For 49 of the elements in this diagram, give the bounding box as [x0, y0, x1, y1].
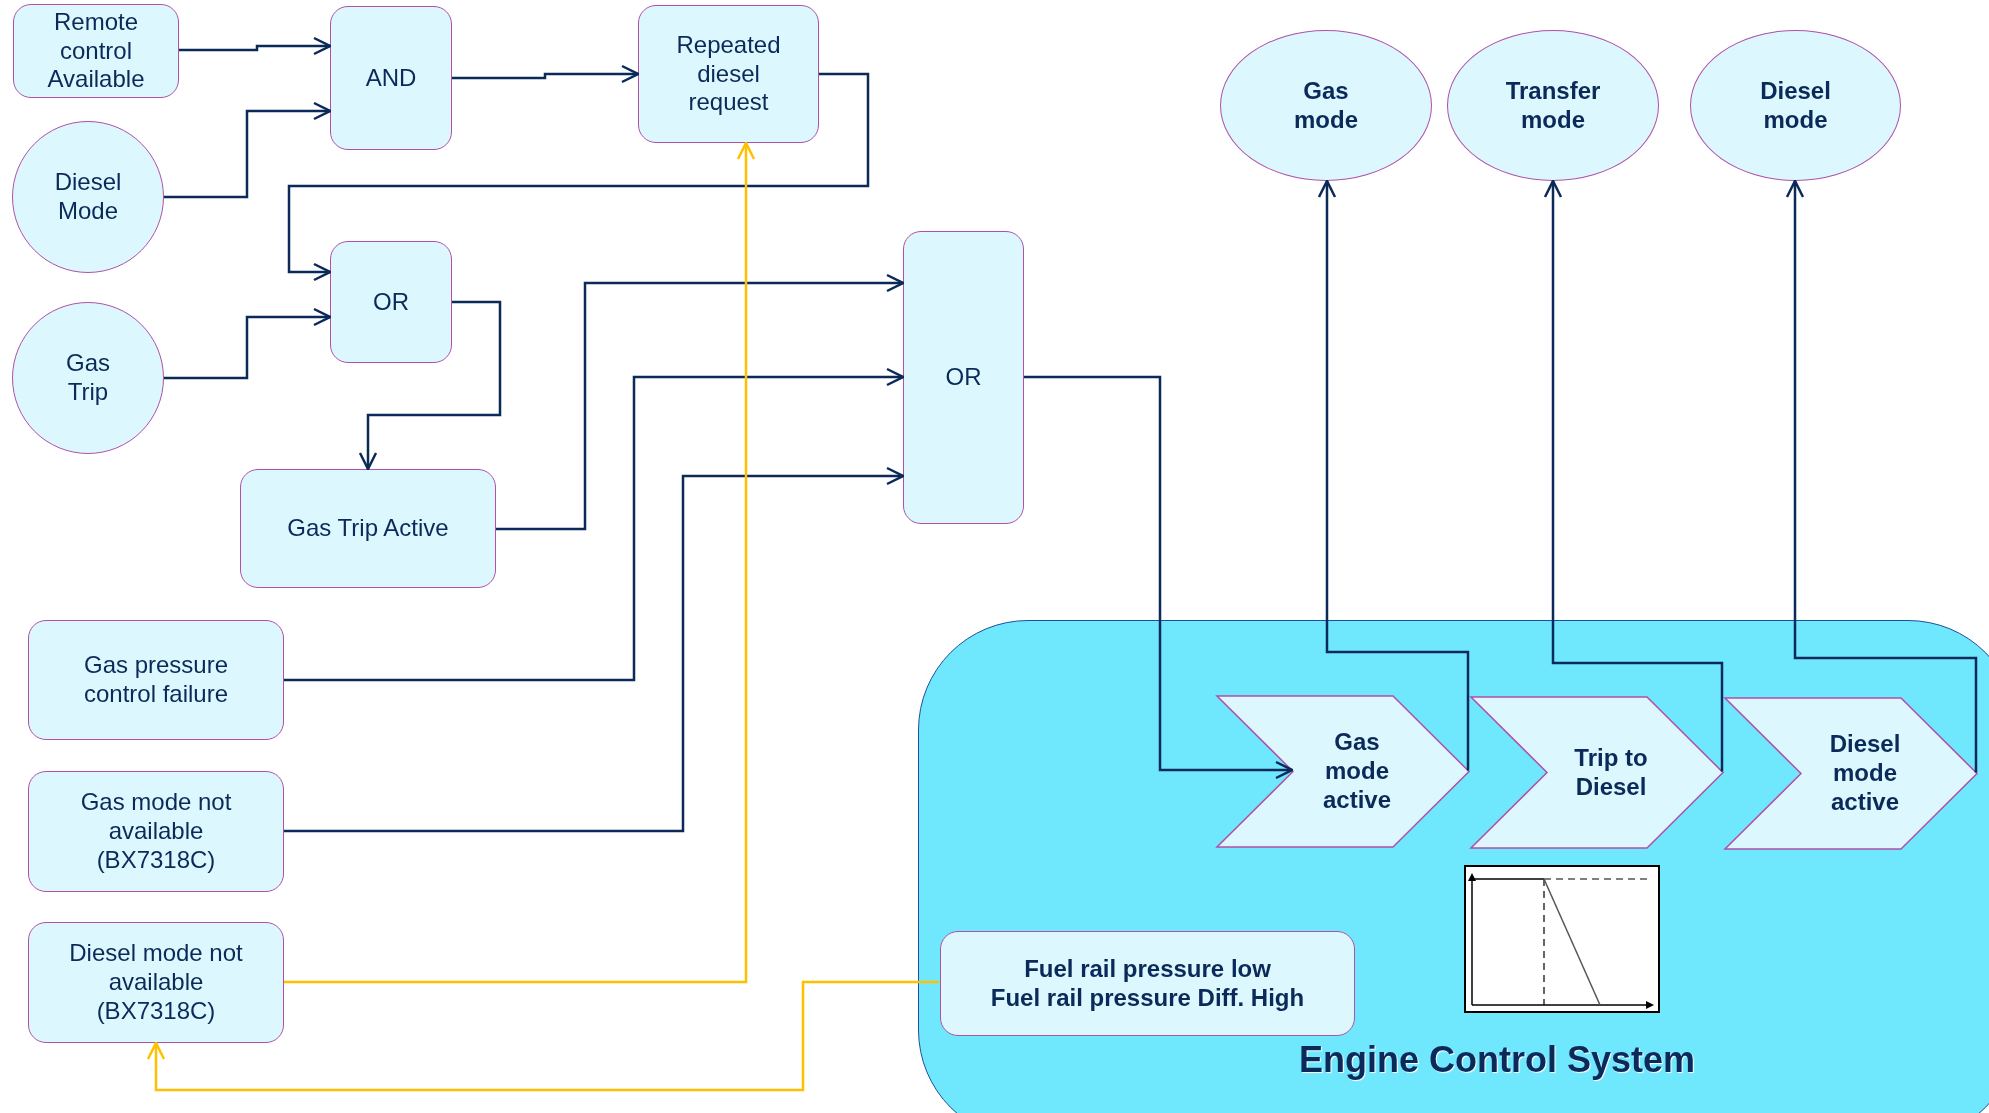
- process-box: [28, 922, 284, 1043]
- node-label: OR: [945, 363, 982, 392]
- node-label: Fuel rail pressure Diff. High: [990, 983, 1305, 1013]
- arrow: [452, 64, 640, 84]
- node-label: Gas mode: [1293, 76, 1359, 135]
- system-panel: [918, 620, 1989, 1113]
- process-box: [240, 469, 496, 588]
- process-box: [13, 4, 179, 98]
- node-label: Gas mode active: [1321, 728, 1393, 815]
- arrow: [284, 367, 905, 682]
- process-box: [28, 620, 284, 740]
- chevron-step: [1725, 698, 1977, 849]
- node-label: Transfer mode: [1504, 76, 1602, 135]
- arrow: [287, 72, 870, 282]
- node-label: Gas Trip Active: [287, 514, 449, 543]
- arrow: [358, 300, 502, 471]
- arrow: [164, 307, 332, 380]
- node-label: Repeated diesel request: [675, 30, 782, 118]
- node-label: Remote control Available: [46, 7, 146, 95]
- node-label: Trip to Diesel: [1573, 743, 1649, 802]
- chevron-step: [1217, 696, 1469, 847]
- node-label: Gas mode not available (BX7318C): [79, 788, 233, 875]
- arrow: [1024, 375, 1294, 780]
- process-box: [638, 5, 819, 143]
- arrow: [179, 36, 332, 56]
- node-label: Diesel mode not available (BX7318C): [68, 939, 244, 1026]
- arrow: [1785, 179, 1978, 773]
- process-box: [330, 6, 452, 150]
- panel-title: Engine Control System: [1299, 1039, 1696, 1081]
- process-box: [940, 931, 1355, 1036]
- arrow: [1543, 179, 1724, 772]
- arrow: [284, 466, 905, 833]
- arrow: [164, 101, 332, 199]
- process-box: [330, 241, 452, 363]
- arrow: [284, 141, 756, 984]
- arrow: [496, 273, 905, 531]
- process-box: [903, 231, 1024, 524]
- node-label: Gas Trip: [65, 349, 111, 407]
- node-label: Diesel mode: [1759, 76, 1832, 135]
- arrow: [1317, 179, 1470, 771]
- node-label: Diesel Mode: [53, 168, 123, 226]
- node-label: Gas pressure control failure: [82, 651, 230, 709]
- chevron-step: [1471, 697, 1723, 848]
- process-box: [28, 771, 284, 892]
- arrow: [146, 980, 939, 1092]
- node-label: AND: [365, 63, 417, 93]
- node-label: Diesel mode active: [1828, 730, 1902, 817]
- node-label: OR: [373, 287, 409, 317]
- node-label: Fuel rail pressure low: [1024, 954, 1271, 984]
